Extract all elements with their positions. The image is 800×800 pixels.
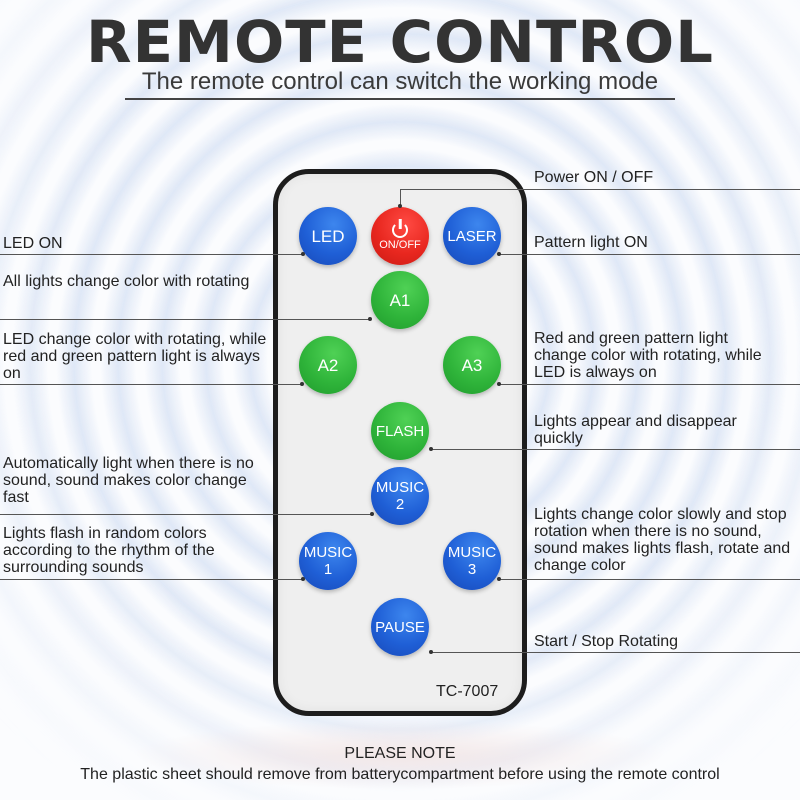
leader-line-power-vertical [400,189,401,207]
desc-laser: Pattern light ON [534,234,648,251]
leader-dot-music2 [370,512,374,516]
leader-dot-power [398,204,402,208]
leader-line-a2 [0,384,302,385]
note-text: The plastic sheet should remove from bat… [80,766,720,783]
laser-button-label: LASER [447,227,497,245]
leader-line-a1 [0,319,370,320]
laser-button[interactable]: LASER [443,207,501,265]
music1-button-label-line1: MUSIC [303,544,353,561]
desc-a3: Red and green pattern light change color… [534,330,762,381]
music3-button-label-line2: 3 [467,561,477,578]
leader-line-laser [498,254,800,255]
a1-button[interactable]: A1 [371,271,429,329]
leader-line-flash [430,449,800,450]
desc-flash: Lights appear and disappear quickly [534,413,737,447]
desc-music2: Automatically light when there is no sou… [3,455,254,506]
leader-line-music2 [0,514,372,515]
leader-line-a3 [498,384,800,385]
leader-dot-a3 [497,382,501,386]
a2-button[interactable]: A2 [299,336,357,394]
flash-button[interactable]: FLASH [371,402,429,460]
led-button-label: LED [311,226,345,246]
music1-button[interactable]: MUSIC 1 [299,532,357,590]
leader-line-pause [430,652,800,653]
music3-button-label-line1: MUSIC [447,544,497,561]
a3-button[interactable]: A3 [443,336,501,394]
led-button[interactable]: LED [299,207,357,265]
leader-line-music1 [0,579,302,580]
page-subtitle: The remote control can switch the workin… [125,67,675,100]
a3-button-label: A3 [461,355,483,375]
leader-dot-a2 [300,382,304,386]
leader-dot-music1 [301,577,305,581]
music2-button-label-line1: MUSIC [375,479,425,496]
power-icon [392,221,408,238]
leader-dot-flash [429,447,433,451]
power-button-label: ON/OFF [379,238,421,251]
desc-music3: Lights change color slowly and stop rota… [534,506,791,574]
music3-button[interactable]: MUSIC 3 [443,532,501,590]
desc-power: Power ON / OFF [534,169,654,186]
leader-line-led [0,254,302,255]
leader-line-music3 [498,579,800,580]
pause-button-label: PAUSE [375,618,425,636]
power-button[interactable]: ON/OFF [371,207,429,265]
desc-pause: Start / Stop Rotating [534,633,679,650]
model-number: TC-7007 [436,683,499,700]
page-title: REMOTE CONTROL [86,8,714,76]
a1-button-label: A1 [389,290,411,310]
leader-line-power [400,189,800,190]
desc-a1: All lights change color with rotating [3,273,250,290]
music1-button-label-line2: 1 [323,561,333,578]
music2-button-label-line2: 2 [395,496,405,513]
leader-dot-led [301,252,305,256]
leader-dot-music3 [497,577,501,581]
flash-button-label: FLASH [375,422,425,440]
a2-button-label: A2 [317,355,339,375]
note-title: PLEASE NOTE [344,745,456,762]
floor-shadow [130,720,670,790]
desc-led: LED ON [3,235,63,252]
music2-button[interactable]: MUSIC 2 [371,467,429,525]
leader-dot-laser [497,252,501,256]
desc-music1: Lights flash in random colors according … [3,525,215,576]
leader-dot-pause [429,650,433,654]
desc-a2: LED change color with rotating, while re… [3,331,267,382]
pause-button[interactable]: PAUSE [371,598,429,656]
leader-dot-a1 [368,317,372,321]
